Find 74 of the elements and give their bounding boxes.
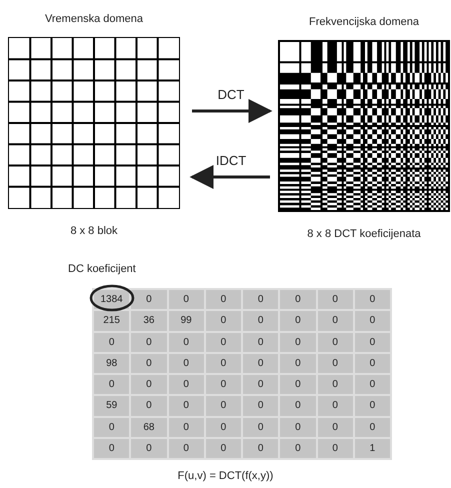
table-cell: 0 — [168, 354, 204, 373]
table-cell: 0 — [318, 311, 353, 330]
table-cell: 0 — [318, 418, 353, 437]
table-cell: 0 — [168, 396, 204, 416]
table-cell: 0 — [318, 332, 353, 352]
table-cell: 1384 — [94, 290, 130, 310]
table-cell: 0 — [280, 311, 316, 330]
table-cell: 1 — [354, 438, 390, 458]
table-cell: 0 — [243, 290, 278, 310]
table-cell: 0 — [243, 396, 278, 416]
table-cell: 0 — [280, 290, 316, 310]
caption-text: 8 x 8 blok — [69, 225, 119, 237]
table-cell: 99 — [168, 311, 204, 330]
table-cell: 0 — [94, 375, 130, 394]
table-cell: 0 — [206, 354, 241, 373]
table-cell: 0 — [131, 375, 166, 394]
edge-label: DCT — [216, 87, 246, 102]
table-cell: 0 — [94, 418, 130, 437]
table-cell: 0 — [206, 332, 241, 352]
table-cell: 0 — [354, 396, 390, 416]
table-cell: 0 — [280, 375, 316, 394]
table-cell: 0 — [94, 438, 130, 458]
table-cell: 0 — [168, 332, 204, 352]
arrow — [192, 99, 272, 123]
table-cell: 0 — [280, 396, 316, 416]
table-cell: 0 — [206, 438, 241, 458]
table-cell: 0 — [318, 438, 353, 458]
table-cell: 0 — [354, 418, 390, 437]
heading-text: Vremenska domena — [44, 13, 144, 25]
table-cell: 0 — [131, 290, 166, 310]
table-cell: 0 — [206, 290, 241, 310]
table-cell: 0 — [206, 375, 241, 394]
table-cell: 0 — [280, 332, 316, 352]
table-cell: 0 — [131, 438, 166, 458]
table-cell: 0 — [168, 290, 204, 310]
table-cell: 0 — [131, 354, 166, 373]
table-cell: 0 — [131, 396, 166, 416]
table-cell: 0 — [168, 375, 204, 394]
table-cell: 98 — [94, 354, 130, 373]
table-cell: 0 — [168, 418, 204, 437]
table-cell: 0 — [354, 290, 390, 310]
table-cell: 0 — [354, 375, 390, 394]
table-cell: 0 — [354, 311, 390, 330]
caption-text: 8 x 8 DCT koeficijenata — [306, 228, 422, 240]
table-cell: 0 — [280, 354, 316, 373]
table-cell: 68 — [131, 418, 166, 437]
table-cell: 36 — [131, 311, 166, 330]
table-cell: 0 — [243, 354, 278, 373]
table-cell: 0 — [243, 418, 278, 437]
heading-text: Frekvencijska domena — [308, 16, 420, 28]
table-cell: 0 — [131, 332, 166, 352]
edge-label: IDCT — [214, 153, 248, 168]
table-cell: 0 — [243, 375, 278, 394]
table-cell: 0 — [318, 375, 353, 394]
annotation-text: DC koeficijent — [68, 263, 136, 275]
formula-text: F(u,v) = DCT(f(x,y)) — [176, 470, 274, 482]
table-cell: 215 — [94, 311, 130, 330]
table-cell: 0 — [318, 396, 353, 416]
table-cell: 0 — [318, 354, 353, 373]
table-cell: 0 — [168, 438, 204, 458]
arrow — [190, 165, 270, 189]
table-cell: 0 — [354, 354, 390, 373]
table-cell: 0 — [243, 332, 278, 352]
table-cell: 0 — [280, 418, 316, 437]
table-cell: 0 — [318, 290, 353, 310]
table-cell: 0 — [206, 418, 241, 437]
table-cell: 0 — [206, 396, 241, 416]
table-cell: 0 — [206, 311, 241, 330]
table-cell: 0 — [243, 438, 278, 458]
table-cell: 0 — [280, 438, 316, 458]
table-cell: 0 — [243, 311, 278, 330]
table-cell: 59 — [94, 396, 130, 416]
table-cell: 0 — [94, 332, 130, 352]
table-cell: 0 — [354, 332, 390, 352]
